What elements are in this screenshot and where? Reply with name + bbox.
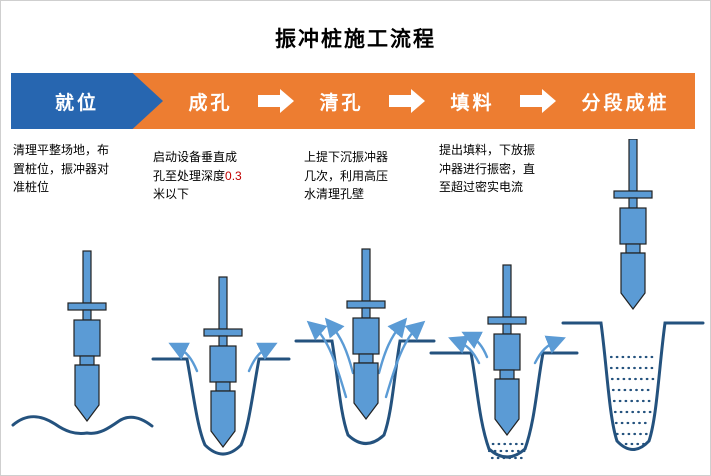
page-title: 振冲桩施工流程 [275, 28, 436, 51]
step-description-3: 上提下沉振冲器几次，利用高压水清理孔壁 [304, 150, 389, 202]
hole-outline [429, 351, 579, 459]
banner-steps: 成孔 清孔 填料 分段成桩 [163, 73, 695, 129]
water-flow-arrows [168, 342, 278, 373]
step-description-4: 提出填料，下放振冲器进行振密，直至超过密实电流 [439, 143, 536, 195]
stage-4-illustration [429, 264, 579, 460]
water-flow-arrows [306, 317, 426, 399]
fill-material-dots [485, 442, 529, 460]
vibro-device [67, 250, 107, 422]
step-jiuwei: 就位 [11, 73, 163, 129]
desc2-post: 米以下 [153, 187, 190, 202]
hole-outline [561, 321, 705, 451]
water-flow-arrows [448, 331, 566, 365]
process-banner: 就位 成孔 清孔 填料 分段成桩 [11, 73, 695, 129]
step-qingkong: 清孔 [319, 92, 364, 114]
stage-3-illustration [294, 248, 436, 445]
vibro-device [613, 139, 653, 310]
stage-5-illustration [561, 139, 705, 451]
step-tianliao: 填料 [450, 92, 495, 114]
flow-arrow-icon [257, 95, 280, 107]
vibro-device [487, 264, 527, 436]
fill-material-dots [609, 355, 657, 446]
step-fenduan: 分段成桩 [581, 92, 670, 114]
stage-1-illustration [11, 250, 154, 435]
vibro-device [346, 248, 386, 420]
step-label: 就位 [54, 92, 99, 114]
stage-2-illustration [151, 276, 291, 456]
step-description-1: 清理平整场地，布置桩位，振冲器对准桩位 [13, 143, 110, 195]
desc2-pre: 启动设备垂直成孔至处理深度 [153, 150, 238, 183]
hole-outline [151, 357, 291, 456]
depth-value: 0.3 [225, 168, 242, 183]
ground-line [11, 415, 154, 435]
flow-arrow-icon [519, 95, 542, 107]
flow-arrow-icon [388, 95, 411, 107]
vibro-device [203, 276, 243, 448]
step-description-2: 启动设备垂直成孔至处理深度0.3 米以下 [153, 148, 245, 204]
step-chengkong: 成孔 [188, 92, 233, 114]
hole-outline [294, 339, 436, 445]
